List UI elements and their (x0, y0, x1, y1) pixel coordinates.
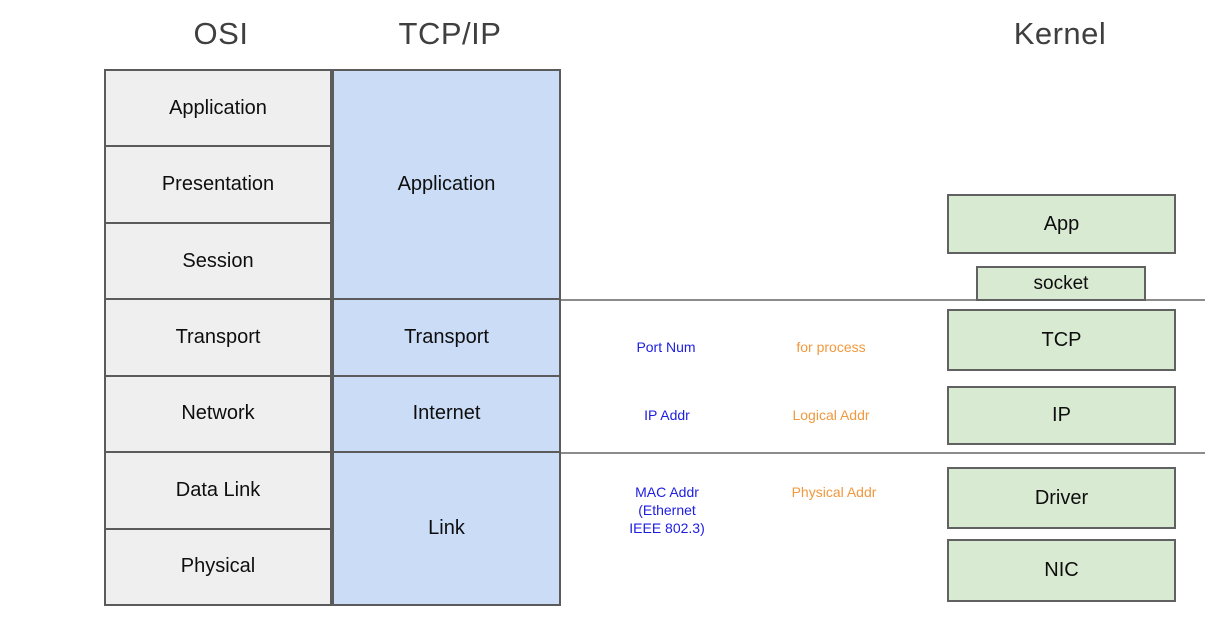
tcpip-column-header: TCP/IP (398, 16, 502, 51)
kernel-box-socket: socket (976, 266, 1146, 301)
kernel-box-tcp: TCP (947, 309, 1176, 371)
osi-layer-transport: Transport (105, 299, 331, 376)
kernel-box-nic: NIC (947, 539, 1176, 602)
osi-layer-application: Application (105, 70, 331, 147)
kernel-box-driver: Driver (947, 467, 1176, 529)
kernel-box-ip: IP (947, 386, 1176, 445)
annotation-ip-addr: IP Addr (644, 407, 690, 423)
annotation-port-num: Port Num (636, 339, 696, 355)
annotation-for-process: for process (796, 339, 866, 355)
osi-column-header: OSI (193, 16, 249, 51)
tcpip-layer-transport: Transport (333, 299, 560, 376)
osi-layer-stack: Application Presentation Session Transpo… (104, 69, 332, 606)
tcpip-layer-link: Link (333, 452, 560, 605)
osi-layer-datalink: Data Link (105, 452, 331, 529)
annotation-physical-addr: Physical Addr (791, 484, 877, 500)
transport-layer-separator-line (561, 299, 1205, 301)
tcpip-layer-stack: Application Transport Internet Link (332, 69, 561, 606)
annotation-mac-addr-line1: MAC Addr (635, 484, 699, 500)
annotation-mac-addr-line3: IEEE 802.3) (629, 520, 705, 536)
tcpip-layer-application: Application (333, 70, 560, 300)
kernel-column-header: Kernel (1013, 16, 1107, 51)
osi-layer-network: Network (105, 375, 331, 453)
osi-layer-presentation: Presentation (105, 146, 331, 223)
kernel-box-app: App (947, 194, 1176, 254)
tcpip-layer-internet: Internet (333, 375, 560, 453)
annotation-mac-addr: MAC Addr (Ethernet IEEE 802.3) (629, 483, 705, 537)
network-layer-separator-line (561, 452, 1205, 454)
osi-layer-session: Session (105, 222, 331, 300)
annotation-mac-addr-line2: (Ethernet (638, 502, 696, 518)
annotation-logical-addr: Logical Addr (792, 407, 870, 423)
osi-layer-physical: Physical (105, 528, 331, 605)
